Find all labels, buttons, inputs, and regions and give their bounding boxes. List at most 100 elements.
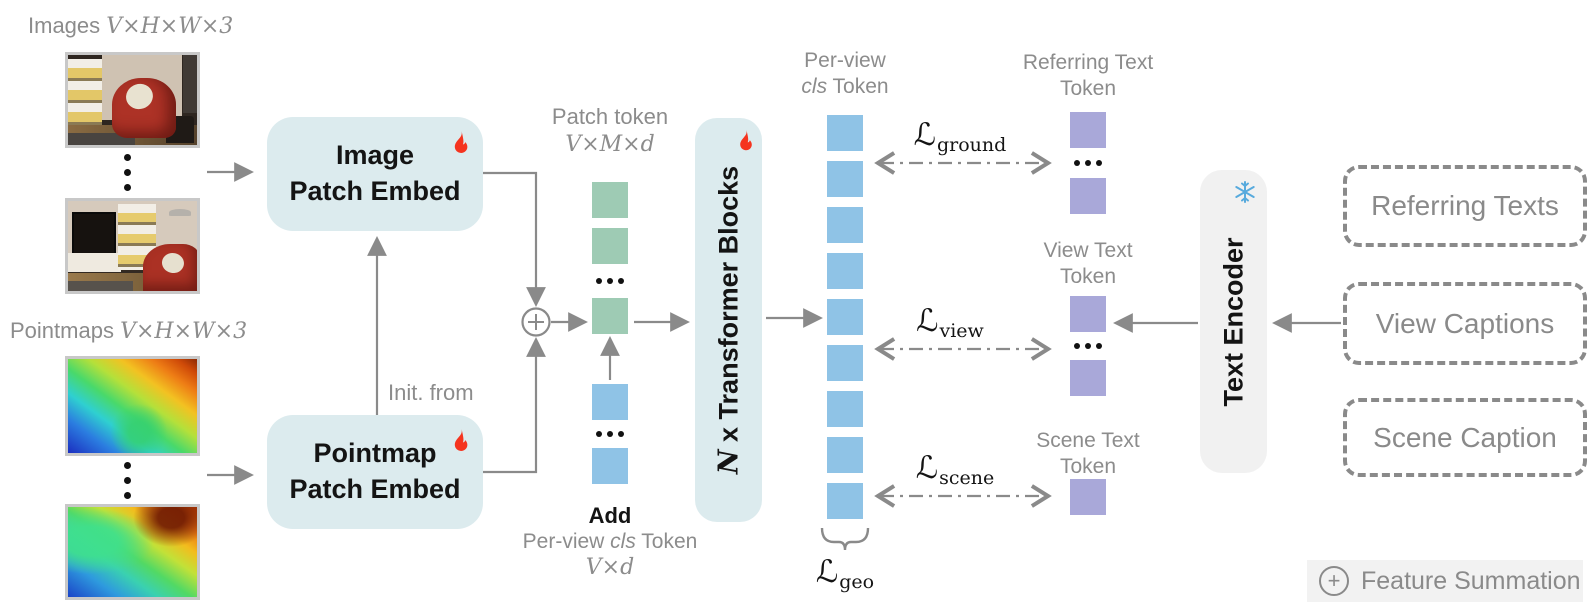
cls-token-square <box>827 437 863 473</box>
fire-icon <box>454 428 468 451</box>
photo-tv <box>71 211 116 256</box>
view-text-token-header: View Text Token <box>1008 238 1168 291</box>
transformer-blocks-box: N x Transformer Blocks <box>695 118 762 522</box>
header-line2: Token <box>1059 455 1117 479</box>
text-encoder-box: Text Encoder <box>1200 170 1267 473</box>
loss-subscript: ground <box>937 134 1007 156</box>
input-pointmap-1 <box>65 356 200 456</box>
pointmaps-header: Pointmaps V×H×W×3 <box>10 318 247 344</box>
patch-token-label: Patch token <box>551 104 669 129</box>
photo-lamp <box>168 209 191 217</box>
header-line1: View Text <box>1043 239 1133 262</box>
plus-sign: + <box>1327 568 1341 593</box>
loss-symbol: ℒ <box>815 554 839 590</box>
feature-summation-label: Feature Summation <box>1361 566 1581 595</box>
token-post: Token <box>827 75 889 99</box>
loss-subscript: scene <box>939 467 995 489</box>
input-pointmap-2 <box>65 504 200 600</box>
add-label: Add <box>588 503 632 528</box>
image-patch-embed-label: Image Patch Embed <box>289 138 460 209</box>
cls-token-square <box>827 207 863 243</box>
referring-text-token-header: Referring Text Token <box>1008 50 1168 103</box>
view-captions-label: View Captions <box>1375 307 1555 339</box>
header-line2: Token <box>1059 77 1117 101</box>
header-line1: Referring Text <box>1022 51 1154 74</box>
text-token-square <box>1070 296 1106 332</box>
token-post: Token <box>635 530 698 553</box>
geo-loss-brace <box>820 527 870 551</box>
cls-add-ellipsis <box>592 420 628 448</box>
scene-text-token-square <box>1070 479 1106 515</box>
cls-token-square <box>827 299 863 335</box>
photo-bookshelf <box>68 58 102 133</box>
vxd-dims: V×d <box>585 555 635 580</box>
cls-token-square <box>827 345 863 381</box>
input-image-2 <box>65 198 200 294</box>
images-header: Images V×H×W×3 <box>28 13 233 39</box>
cls-token-square <box>827 391 863 427</box>
pointmap-patch-embed-line1: Pointmap <box>313 438 437 469</box>
per-view-cls-token-column <box>827 115 863 519</box>
loss-symbol: ℒ <box>915 450 939 486</box>
text-encoder-label: Text Encoder <box>1218 236 1248 407</box>
view-text-token-column <box>1070 296 1106 396</box>
cls-token-square <box>827 161 863 197</box>
loss-symbol: ℒ <box>913 117 936 153</box>
cls-token-square <box>592 384 628 420</box>
text-token-square <box>1070 112 1106 148</box>
cls-token-square <box>827 483 863 519</box>
plus-circle-icon: + <box>1319 566 1349 596</box>
patch-token-column <box>592 182 628 334</box>
pointmap-patch-embed-line2: Patch Embed <box>289 474 461 504</box>
cls-token-square <box>827 253 863 289</box>
image-patch-embed-line2: Patch Embed <box>289 176 461 206</box>
pointmap-patch-embed-box: Pointmap Patch Embed <box>267 415 483 529</box>
cls-token-square <box>592 448 628 484</box>
photo-dark-corner <box>182 55 197 113</box>
scene-text-token-header: Scene Text Token <box>1008 428 1168 481</box>
feature-summation-legend: + Feature Summation <box>1307 560 1583 602</box>
scene-caption-box: Scene Caption <box>1343 398 1587 477</box>
init-from-label: Init. from <box>388 380 474 405</box>
patch-token-square <box>592 298 628 334</box>
per-view-cls-header: Per-view cls Token <box>785 48 905 101</box>
pointmaps-dims: V×H×W×3 <box>120 319 248 344</box>
fire-icon <box>454 130 468 153</box>
photo-tv-stand <box>68 253 121 273</box>
view-captions-box: View Captions <box>1343 282 1587 365</box>
text-token-square <box>1070 360 1106 396</box>
per-view-pre: Per-view <box>522 530 611 553</box>
photo-rug <box>68 281 133 291</box>
wire-image-embed-to-sum <box>483 171 546 307</box>
cls-italic: cls <box>801 75 828 99</box>
images-ellipsis <box>124 154 131 191</box>
feature-sum-node <box>521 307 551 337</box>
loss-symbol: ℒ <box>916 303 939 339</box>
loss-subscript: view <box>939 320 984 342</box>
header-line1: Scene Text <box>1036 429 1140 452</box>
loss-subscript: geo <box>839 571 875 593</box>
transformer-blocks-label: N x Transformer Blocks <box>713 166 744 474</box>
text-token-ellipsis <box>1070 332 1106 360</box>
patch-token-square <box>592 182 628 218</box>
fire-icon <box>740 129 752 151</box>
image-patch-embed-line1: Image <box>335 140 415 171</box>
referring-texts-box: Referring Texts <box>1343 165 1587 247</box>
image-patch-embed-box: Image Patch Embed <box>267 117 483 231</box>
referring-text-token-column <box>1070 112 1106 214</box>
pointmaps-ellipsis <box>124 462 131 499</box>
input-image-1 <box>65 52 200 148</box>
patch-token-ellipsis <box>592 264 628 298</box>
transformer-rest: x Transformer Blocks <box>713 165 743 450</box>
patch-token-square <box>592 228 628 264</box>
text-token-ellipsis <box>1070 148 1106 178</box>
images-label: Images <box>28 13 101 38</box>
pointmap-patch-embed-label: Pointmap Patch Embed <box>289 436 460 507</box>
referring-texts-label: Referring Texts <box>1371 190 1559 221</box>
scene-caption-label: Scene Caption <box>1373 421 1557 453</box>
snowflake-icon <box>1235 181 1255 203</box>
cls-add-column <box>592 384 628 484</box>
